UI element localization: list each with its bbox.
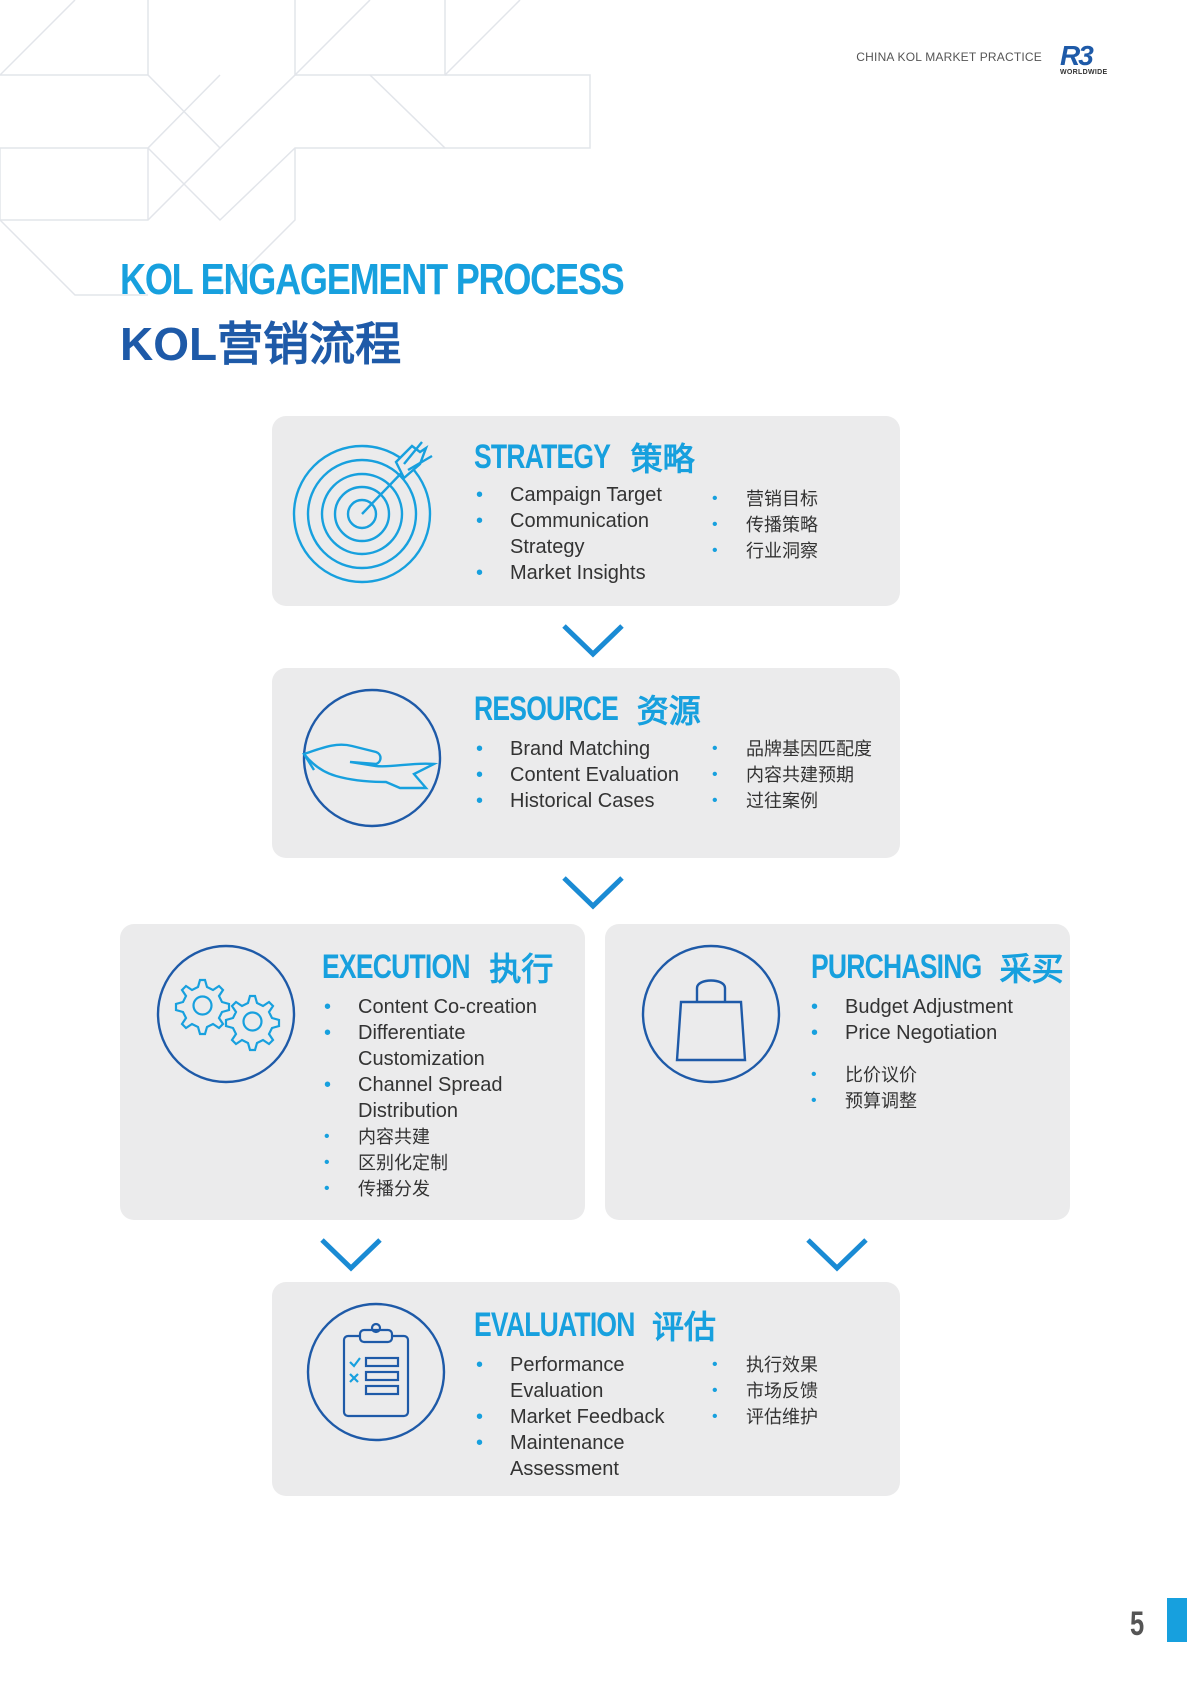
evaluation-title-zh: 评估 — [651, 1309, 716, 1345]
strategy-title-en: STRATEGY — [474, 437, 611, 476]
chevron-down-icon — [320, 1238, 382, 1272]
resource-title-en: RESOURCE — [474, 689, 619, 728]
strategy-list-en: Campaign Target Communication Strategy M… — [476, 482, 696, 586]
logo-subtitle: WORLDWIDE — [1060, 69, 1108, 76]
chevron-down-icon — [562, 624, 624, 658]
strategy-card: STRATEGY 策略 Campaign Target Communication… — [272, 416, 900, 606]
list-item: Content Evaluation — [476, 762, 696, 788]
purchasing-card: PURCHASING 采买 Budget Adjustment Price Neg… — [605, 924, 1070, 1220]
list-item: 内容共建预期 — [712, 762, 892, 788]
list-item: Historical Cases — [476, 788, 696, 814]
list-item: 营销目标 — [712, 486, 872, 512]
gears-icon — [156, 944, 296, 1084]
r3-logo: R3 WORLDWIDE — [1060, 42, 1122, 80]
resource-title: RESOURCE 资源 — [474, 686, 701, 732]
list-item: Performance Evaluation — [476, 1352, 696, 1404]
clipboard-icon — [306, 1302, 446, 1442]
evaluation-list-en: Performance Evaluation Market Feedback M… — [476, 1352, 696, 1482]
resource-list-en: Brand Matching Content Evaluation Histor… — [476, 736, 696, 814]
resource-title-zh: 资源 — [636, 693, 701, 729]
list-item: Differentiate Customization — [324, 1020, 564, 1072]
execution-list-zh: 内容共建 区别化定制 传播分发 — [324, 1124, 524, 1202]
strategy-title: STRATEGY 策略 — [474, 434, 695, 480]
page-title-en: KOL ENGAGEMENT PROCESS — [120, 255, 625, 304]
list-item: 传播分发 — [324, 1176, 524, 1202]
chevron-down-icon — [806, 1238, 868, 1272]
chevron-down-icon — [562, 876, 624, 910]
list-item: 预算调整 — [811, 1088, 1011, 1114]
list-item: 区别化定制 — [324, 1150, 524, 1176]
strategy-title-zh: 策略 — [630, 441, 695, 477]
shopping-bag-icon — [641, 944, 781, 1084]
execution-card: EXECUTION 执行 Content Co-creation Differen… — [120, 924, 585, 1220]
list-item: Price Negotiation — [811, 1020, 1051, 1046]
list-item: Budget Adjustment — [811, 994, 1051, 1020]
page-title-zh: KOL营销流程 — [120, 318, 402, 370]
list-item: Market Insights — [476, 560, 696, 586]
strategy-list-zh: 营销目标 传播策略 行业洞察 — [712, 486, 872, 564]
resource-card: RESOURCE 资源 Brand Matching Content Evalua… — [272, 668, 900, 858]
list-item: Channel Spread Distribution — [324, 1072, 564, 1124]
evaluation-title-en: EVALUATION — [474, 1305, 635, 1344]
evaluation-card: EVALUATION 评估 Performance Evaluation Mark… — [272, 1282, 900, 1496]
list-item: Market Feedback — [476, 1404, 696, 1430]
purchasing-list-zh: 比价议价 预算调整 — [811, 1062, 1011, 1114]
page-number: 5 — [1130, 1605, 1145, 1643]
purchasing-title: PURCHASING 采买 — [811, 944, 1064, 990]
logo-mark: R3 — [1060, 40, 1094, 71]
execution-title-en: EXECUTION — [322, 947, 470, 986]
list-item: Brand Matching — [476, 736, 696, 762]
background-hex-pattern — [0, 0, 591, 296]
list-item: 比价议价 — [811, 1062, 1011, 1088]
list-item: Communication Strategy — [476, 508, 696, 560]
purchasing-title-en: PURCHASING — [811, 947, 982, 986]
execution-list-en: Content Co-creation Differentiate Custom… — [324, 994, 564, 1124]
list-item: 评估维护 — [712, 1404, 872, 1430]
page-accent-bar — [1167, 1598, 1187, 1642]
list-item: 品牌基因匹配度 — [712, 736, 892, 762]
list-item: 行业洞察 — [712, 538, 872, 564]
list-item: 过往案例 — [712, 788, 892, 814]
purchasing-title-zh: 采买 — [999, 951, 1064, 987]
list-item: Maintenance Assessment — [476, 1430, 696, 1482]
resource-list-zh: 品牌基因匹配度 内容共建预期 过往案例 — [712, 736, 892, 814]
list-item: 内容共建 — [324, 1124, 524, 1150]
evaluation-list-zh: 执行效果 市场反馈 评估维护 — [712, 1352, 872, 1430]
evaluation-title: EVALUATION 评估 — [474, 1302, 716, 1348]
execution-title: EXECUTION 执行 — [322, 944, 553, 990]
list-item: Campaign Target — [476, 482, 696, 508]
header-label: CHINA KOL MARKET PRACTICE — [856, 50, 1042, 64]
list-item: Content Co-creation — [324, 994, 564, 1020]
hand-icon — [302, 688, 442, 828]
execution-title-zh: 执行 — [489, 951, 554, 987]
purchasing-list-en: Budget Adjustment Price Negotiation — [811, 994, 1051, 1046]
list-item: 执行效果 — [712, 1352, 872, 1378]
target-icon — [292, 441, 433, 584]
list-item: 市场反馈 — [712, 1378, 872, 1404]
list-item: 传播策略 — [712, 512, 872, 538]
